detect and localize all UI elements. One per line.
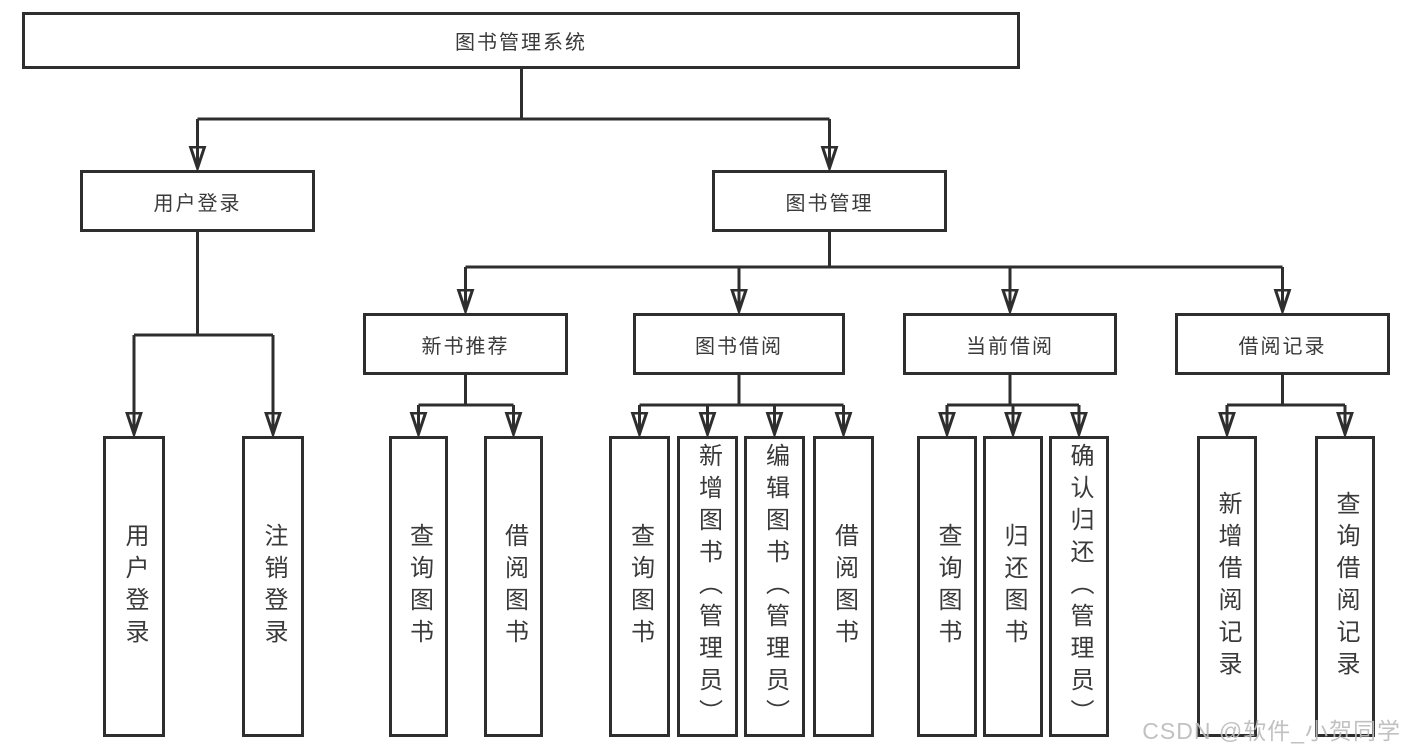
leaf-query-borrowing-record-label: 查询借阅记录 — [1332, 490, 1359, 683]
leaf-query-books-borrowing: 查询图书 — [609, 436, 670, 737]
leaf-query-books-current-label: 查询图书 — [934, 522, 961, 651]
leaf-confirm-return-admin: 确认归还（管理员） — [1049, 436, 1109, 737]
leaf-add-books-admin: 新增图书（管理员） — [677, 436, 738, 737]
leaf-confirm-return-admin-label: 确认归还（管理员） — [1066, 442, 1093, 731]
leaf-borrow-books-recommendation: 借阅图书 — [484, 436, 543, 737]
node-library-management-system: 图书管理系统 — [22, 12, 1020, 69]
leaf-query-books-borrowing-label: 查询图书 — [626, 522, 654, 651]
leaf-add-books-admin-label: 新增图书（管理员） — [694, 442, 722, 731]
node-book-management: 图书管理 — [712, 170, 947, 232]
leaf-query-books-current: 查询图书 — [917, 436, 977, 737]
leaf-borrow-books: 借阅图书 — [813, 436, 874, 737]
node-new-book-recommendation: 新书推荐 — [363, 313, 568, 375]
leaf-return-books: 归还图书 — [983, 436, 1043, 737]
leaf-query-books-recommendation: 查询图书 — [389, 436, 448, 737]
leaf-query-borrowing-record: 查询借阅记录 — [1315, 436, 1375, 737]
leaf-logout-label: 注销登录 — [260, 522, 287, 651]
csdn-watermark: CSDN @软件_小贺同学 — [1142, 718, 1401, 744]
leaf-query-books-recommendation-label: 查询图书 — [405, 522, 433, 651]
node-user-login: 用户登录 — [80, 170, 315, 232]
leaf-edit-books-admin: 编辑图书（管理员） — [744, 436, 805, 737]
leaf-borrow-books-label: 借阅图书 — [830, 522, 858, 651]
leaf-add-borrowing-record: 新增借阅记录 — [1197, 436, 1257, 737]
leaf-logout: 注销登录 — [242, 436, 304, 737]
leaf-borrow-books-recommendation-label: 借阅图书 — [500, 522, 528, 651]
leaf-user-login: 用户登录 — [103, 436, 165, 737]
leaf-return-books-label: 归还图书 — [1000, 522, 1027, 651]
leaf-add-borrowing-record-label: 新增借阅记录 — [1214, 490, 1241, 683]
leaf-user-login-label: 用户登录 — [121, 522, 148, 651]
node-borrowing-records: 借阅记录 — [1175, 313, 1390, 375]
leaf-edit-books-admin-label: 编辑图书（管理员） — [761, 442, 789, 731]
node-current-borrowing: 当前借阅 — [903, 313, 1117, 375]
node-book-borrowing: 图书借阅 — [633, 313, 845, 375]
